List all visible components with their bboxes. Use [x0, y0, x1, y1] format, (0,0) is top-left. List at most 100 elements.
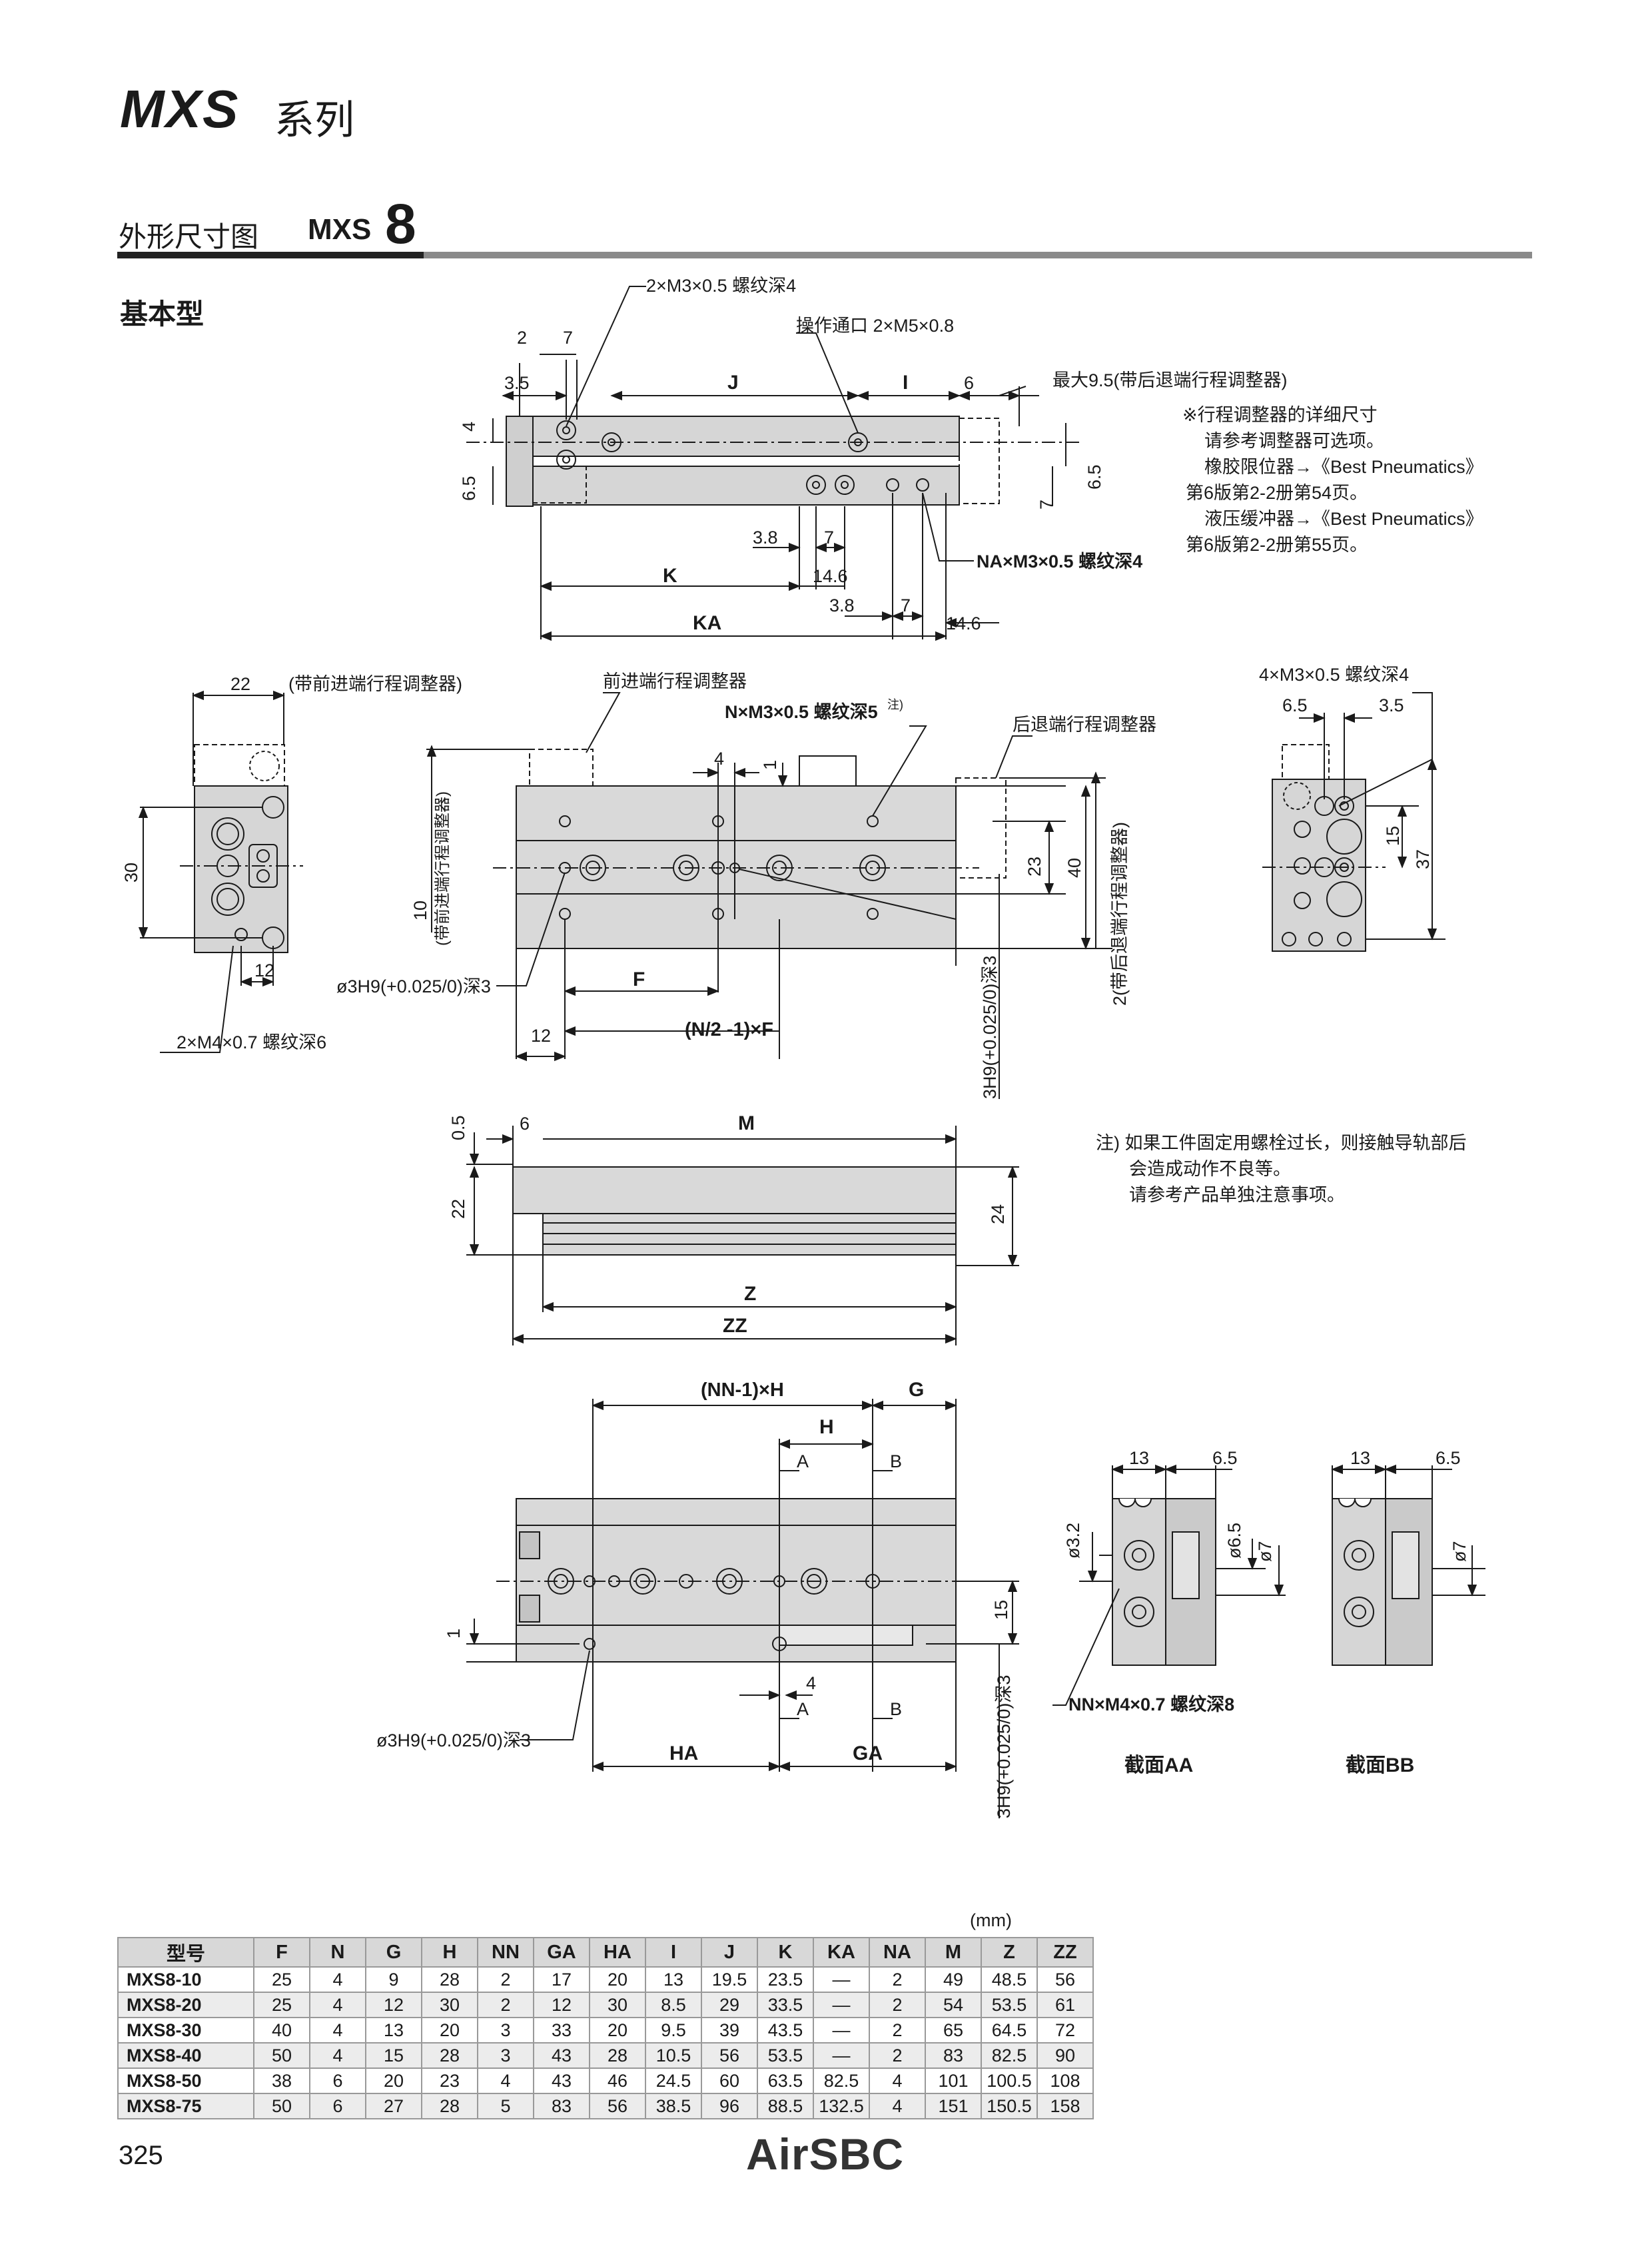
table-row: MXS8-30 40 4 13 20 3 33 20 9.5 39 43.5 —… — [117, 2017, 1094, 2044]
plan-pin-callout: ø3H9(+0.025/0)深3 — [336, 976, 491, 996]
plan-dim-4: 4 — [714, 749, 724, 769]
dim-6-5: 6.5 — [459, 476, 479, 501]
col-header: Z — [981, 1937, 1038, 1968]
table-row: MXS8-40 50 4 15 28 3 43 28 10.5 56 53.5 … — [117, 2042, 1094, 2069]
left-dim-30: 30 — [121, 863, 141, 883]
col-header: NA — [869, 1937, 926, 1968]
table-cell: 4 — [869, 2093, 926, 2119]
section-rule-accent — [117, 252, 424, 258]
bottom-dim-NNH: (NN-1)×H — [701, 1379, 784, 1401]
table-cell: MXS8-30 — [117, 2017, 254, 2044]
adjuster-note-4: 第6版第2-2册第54页。 — [1186, 483, 1368, 503]
section-bb-view — [1331, 1464, 1485, 1666]
left-dim-22: 22 — [230, 674, 250, 694]
bottom-pin-callout-v: 3H9(+0.025/0)深3 — [994, 1675, 1014, 1818]
table-cell: 27 — [365, 2093, 422, 2119]
table-cell: 33 — [533, 2017, 590, 2044]
left-dim-22-note: (带前进端行程调整器) — [288, 674, 462, 694]
table-cell: 108 — [1036, 2067, 1094, 2094]
table-cell: 28 — [589, 2042, 646, 2069]
adjuster-note-6: 第6版第2-2册第55页。 — [1186, 535, 1368, 555]
dim-2: 2 — [517, 328, 527, 348]
col-header: GA — [533, 1937, 590, 1968]
plan-dim-10: 10 — [410, 901, 430, 921]
table-cell: — — [813, 2042, 870, 2069]
table-cell: 13 — [365, 2017, 422, 2044]
dim-4: 4 — [459, 422, 479, 432]
plan-dim-1: 1 — [760, 760, 780, 770]
table-cell: 2 — [477, 1992, 534, 2018]
section-title: 外形尺寸图 — [119, 221, 259, 252]
table-cell: 56 — [1036, 1966, 1094, 1993]
table-cell: 90 — [1036, 2042, 1094, 2069]
front-adjuster-label: 前进端行程调整器 — [603, 671, 747, 691]
table-cell: 4 — [869, 2067, 926, 2094]
side-dim-Z: Z — [744, 1283, 756, 1305]
col-header: K — [757, 1937, 814, 1968]
table-cell: 33.5 — [757, 1992, 814, 2018]
sec-bb-dim-7: ø7 — [1449, 1541, 1469, 1562]
table-cell: 6 — [309, 2067, 366, 2094]
table-cell: 43.5 — [757, 2017, 814, 2044]
table-row: MXS8-50 38 6 20 23 4 43 46 24.5 60 63.5 … — [117, 2067, 1094, 2094]
top-max-note: 最大9.5(带后退端行程调整器) — [1052, 370, 1288, 390]
table-cell: 56 — [701, 2042, 758, 2069]
sec-bb-dim-13: 13 — [1350, 1448, 1370, 1468]
table-cell: 23 — [421, 2067, 478, 2094]
dim-3-8a: 3.8 — [753, 528, 778, 548]
n-callout: N×M3×0.5 螺纹深5 — [725, 702, 878, 722]
table-cell: 48.5 — [981, 1966, 1038, 1993]
bottom-section-B-bot: B — [890, 1699, 902, 1719]
col-header: H — [421, 1937, 478, 1968]
table-cell: 2 — [869, 1992, 926, 2018]
col-header: NN — [477, 1937, 534, 1968]
left-end-view — [138, 690, 303, 1053]
table-cell: 12 — [365, 1992, 422, 2018]
dim-7a: 7 — [563, 328, 573, 348]
col-header: M — [925, 1937, 982, 1968]
bottom-dim-GA: GA — [853, 1742, 883, 1764]
dimension-table: 型号 F N G H NN GA HA I J K KA NA M Z ZZ M… — [117, 1937, 1094, 2119]
dim-6: 6 — [964, 373, 974, 393]
table-cell: 5 — [477, 2093, 534, 2119]
side-dim-22: 22 — [448, 1199, 468, 1219]
section-rule — [117, 252, 1532, 258]
table-cell: 50 — [253, 2042, 310, 2069]
col-header: I — [645, 1937, 702, 1968]
col-header: J — [701, 1937, 758, 1968]
section-model-size: 8 — [385, 192, 416, 255]
n-callout-note: 注) — [887, 698, 903, 711]
bottom-section-A-top: A — [797, 1451, 809, 1471]
side-view — [466, 1126, 1019, 1345]
adjuster-note-3: 橡胶限位器→《Best Pneumatics》 — [1204, 457, 1483, 477]
table-cell: 49 — [925, 1966, 982, 1993]
table-cell: 83 — [925, 2042, 982, 2069]
table-cell: — — [813, 1966, 870, 1993]
section-bb-label: 截面BB — [1346, 1754, 1414, 1776]
table-cell: 88.5 — [757, 2093, 814, 2119]
table-cell: 17 — [533, 1966, 590, 1993]
table-cell: 38.5 — [645, 2093, 702, 2119]
table-cell: 2 — [869, 1966, 926, 1993]
plan-dim-23: 23 — [1025, 857, 1044, 877]
right-callout: 4×M3×0.5 螺纹深4 — [1259, 665, 1409, 685]
table-cell: 23.5 — [757, 1966, 814, 1993]
table-cell: 28 — [421, 1966, 478, 1993]
side-note-2: 会造成动作不良等。 — [1129, 1159, 1291, 1179]
table-cell: 132.5 — [813, 2093, 870, 2119]
left-dim-12: 12 — [254, 960, 274, 980]
side-dim-0-5: 0.5 — [448, 1115, 468, 1140]
side-dim-6: 6 — [520, 1114, 530, 1134]
right-dim-6-5: 6.5 — [1282, 695, 1308, 715]
side-note-3: 请参考产品单独注意事项。 — [1129, 1185, 1345, 1205]
dim-K: K — [663, 565, 677, 587]
adjuster-note-5: 液压缓冲器→《Best Pneumatics》 — [1204, 509, 1483, 529]
main-plan-view — [426, 692, 1112, 1099]
table-cell: 3 — [477, 2042, 534, 2069]
col-header: ZZ — [1036, 1937, 1094, 1968]
table-cell: 4 — [309, 1992, 366, 2018]
table-cell: 28 — [421, 2042, 478, 2069]
adjuster-note-2: 请参考调整器可选项。 — [1204, 431, 1384, 451]
table-cell: 28 — [421, 2093, 478, 2119]
table-row: MXS8-75 50 6 27 28 5 83 56 38.5 96 88.5 … — [117, 2093, 1094, 2119]
